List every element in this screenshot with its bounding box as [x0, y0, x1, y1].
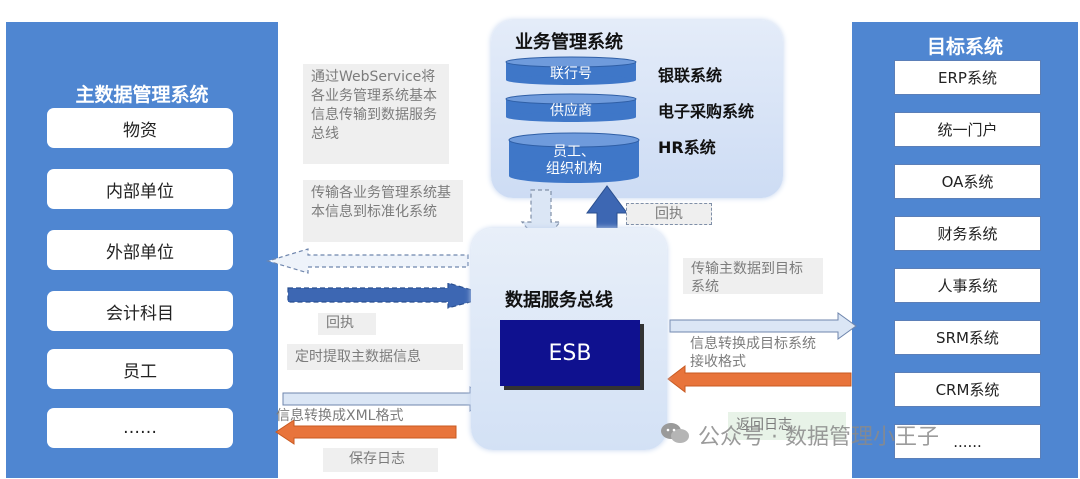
- arrow-to-master-data: [265, 248, 469, 274]
- target-system-item[interactable]: OA系统: [894, 164, 1041, 199]
- note-target-format: 信息转换成目标系统接收格式: [690, 336, 816, 370]
- e-procurement-label: 电子采购系统: [658, 102, 755, 121]
- cylinder-employee-org: [508, 132, 640, 183]
- hr-system-label: HR系统: [658, 138, 716, 157]
- master-data-panel-title: 主数据管理系统: [75, 84, 209, 106]
- target-system-item[interactable]: CRM系统: [894, 372, 1041, 407]
- note-return-left: 回执: [318, 313, 376, 335]
- master-data-item[interactable]: 内部单位: [47, 169, 233, 209]
- watermark-text: 公众号 · 数据管理小王子: [698, 425, 939, 450]
- arrow-esb-to-target: [669, 312, 857, 340]
- note-transfer-target: 传输主数据到目标系统: [683, 258, 823, 295]
- esb-core[interactable]: ESB: [500, 320, 640, 386]
- note-xml-convert: 信息转换成XML格式: [276, 408, 404, 424]
- cylinder-label: 供应商: [550, 103, 592, 119]
- note-standardize: 传输各业务管理系统基本信息到标准化系统: [303, 180, 463, 242]
- cylinder-bank-code: [505, 56, 637, 85]
- note-save-log: 保存日志: [323, 448, 438, 472]
- arrow-target-to-esb: [667, 364, 852, 394]
- arrow-save-log: [275, 419, 457, 445]
- target-system-item[interactable]: ......: [894, 424, 1041, 459]
- target-system-panel-title: 目标系统: [926, 36, 1003, 58]
- target-system-item[interactable]: 人事系统: [894, 268, 1041, 303]
- wechat-icon: [660, 421, 690, 445]
- master-data-item[interactable]: 会计科目: [47, 291, 233, 331]
- note-timed-fetch: 定时提取主数据信息: [287, 344, 463, 370]
- master-data-item[interactable]: 物资: [47, 108, 233, 148]
- note-return-log: 返回日志: [728, 412, 846, 440]
- arrow-master-to-esb: [287, 282, 495, 309]
- business-system-title: 业务管理系统: [515, 32, 623, 53]
- target-system-item[interactable]: SRM系统: [894, 320, 1041, 355]
- target-system-item[interactable]: 统一门户: [894, 112, 1041, 147]
- esb-title: 数据服务总线: [505, 290, 613, 311]
- cylinder-label: 联行号: [550, 66, 592, 82]
- master-data-item[interactable]: 员工: [47, 349, 233, 389]
- note-return-top: 回执: [626, 203, 712, 225]
- cylinder-label: 员工、 组织机构: [546, 144, 602, 177]
- master-data-item[interactable]: 外部单位: [47, 230, 233, 270]
- master-data-item[interactable]: ……: [47, 408, 233, 448]
- target-system-item[interactable]: 财务系统: [894, 216, 1041, 251]
- unionpay-label: 银联系统: [658, 66, 723, 85]
- cylinder-supplier: [505, 93, 637, 122]
- note-webservice: 通过WebService将各业务管理系统基本信息传输到数据服务总线: [303, 64, 449, 164]
- target-system-item[interactable]: ERP系统: [894, 60, 1041, 95]
